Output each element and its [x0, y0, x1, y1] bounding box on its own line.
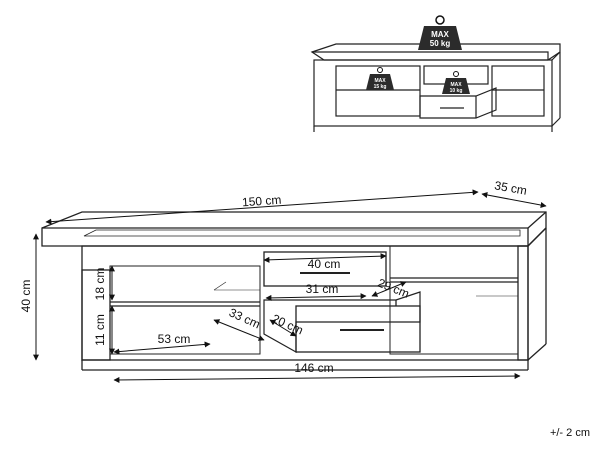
dimension-lines — [33, 189, 547, 383]
width-label: 150 cm — [242, 193, 282, 210]
weight-icon-drawer: MAX 10 kg — [442, 71, 470, 94]
load-capacity-view — [310, 43, 561, 132]
tolerance-label: +/- 2 cm — [550, 427, 590, 439]
weight-icon-top: MAX 50 kg — [418, 15, 462, 50]
compartment-width-label: 53 cm — [158, 332, 191, 346]
lower-gap-label: 11 cm — [93, 314, 107, 346]
inner-width-label: 146 cm — [294, 361, 333, 375]
inner-drawer-depth-label: 29 cm — [376, 276, 412, 301]
weight-icon-shelf: MAX 15 kg — [366, 67, 394, 90]
top-max-label: MAX — [431, 30, 449, 39]
shelf-max-label: MAX — [374, 78, 386, 84]
top-weight-label: 50 kg — [430, 39, 451, 48]
depth-label: 35 cm — [493, 178, 528, 197]
height-label: 40 cm — [19, 280, 33, 313]
drawer-depth-label: 20 cm — [270, 311, 306, 337]
inner-drawer-width-label: 31 cm — [306, 282, 339, 296]
drawer-max-label: MAX — [450, 82, 462, 88]
drawer-width-label: 40 cm — [308, 257, 341, 271]
drawer-weight-label: 10 kg — [450, 88, 463, 94]
shelf-weight-label: 15 kg — [374, 84, 387, 90]
tv-stand-drawing — [41, 211, 547, 371]
shelf-gap-label: 18 cm — [93, 268, 107, 301]
